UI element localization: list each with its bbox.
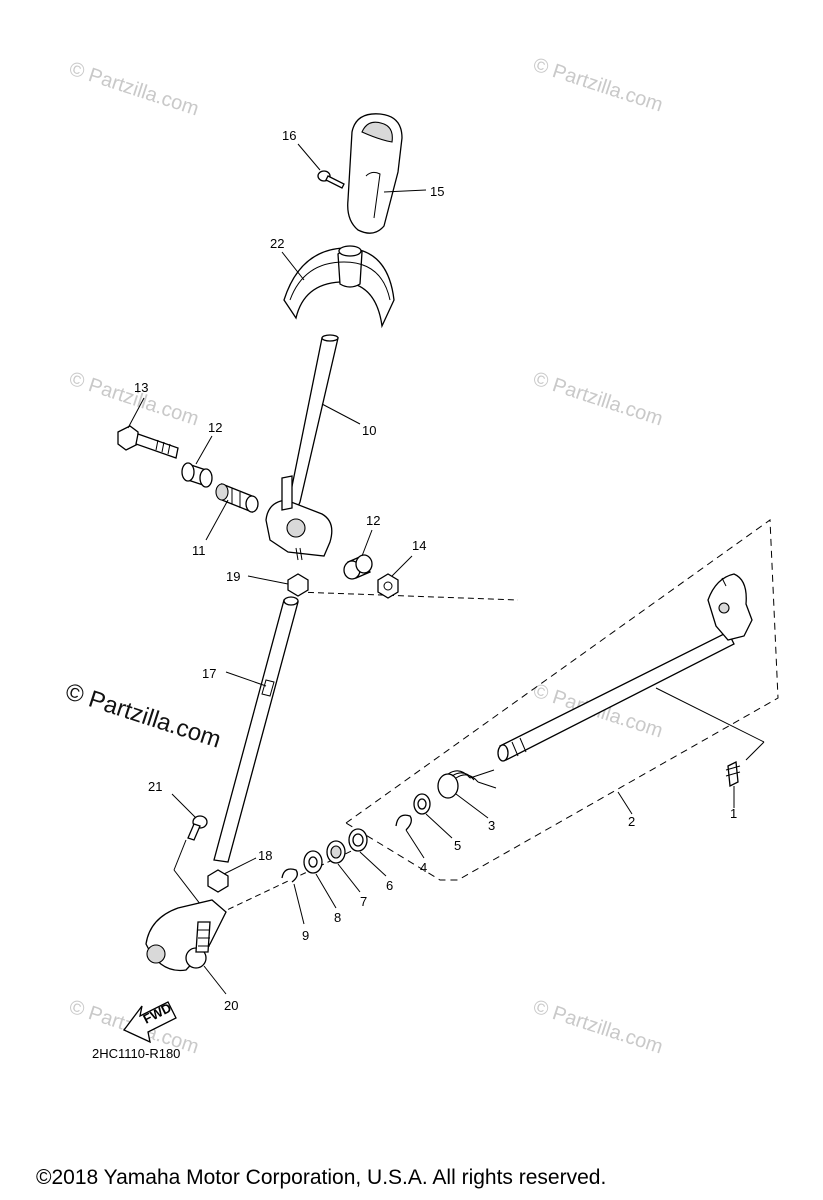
knob-screw [317,170,345,189]
callout-17: 17 [202,666,216,681]
callout-21: 21 [148,779,162,794]
callout-12-right: 12 [366,513,380,528]
bushing-left [181,462,213,488]
callout-10: 10 [362,423,376,438]
callout-2: 2 [628,814,635,829]
shift-lever [265,334,339,561]
callout-4: 4 [420,860,427,875]
locknut-upper [287,573,309,597]
circlip-4 [395,814,412,831]
circlip-9 [281,868,298,883]
callout-9: 9 [302,928,309,943]
washer-6 [348,828,368,852]
callout-22: 22 [270,236,284,251]
center-lines [173,591,765,923]
watermark-large: © Partzilla.com [62,678,224,754]
callout-15: 15 [430,184,444,199]
washer-8 [303,850,323,874]
shift-knob [347,113,403,234]
oil-seal-7 [326,840,346,864]
callout-18: 18 [258,848,272,863]
watermark: © Partzilla.com [530,368,665,431]
assembly-outline [345,519,779,881]
pivot-bolt [117,425,179,459]
callout-13: 13 [134,380,148,395]
callout-6: 6 [386,878,393,893]
callout-8: 8 [334,910,341,925]
callout-12-left: 12 [208,420,222,435]
callout-1: 1 [730,806,737,821]
arm-bolt [187,815,208,841]
torsion-spring [437,769,497,799]
shift-rod [213,596,299,863]
locknut-lower [207,869,229,893]
collar [215,483,259,513]
diagram-code: 2HC1110-R180 [92,1046,180,1061]
callouts: 1 2 3 4 5 6 7 8 9 10 11 12 12 [127,128,737,1013]
callout-16: 16 [282,128,296,143]
callout-7: 7 [360,894,367,909]
watermark: © Partzilla.com [530,996,665,1059]
callout-11: 11 [192,543,206,558]
callout-14: 14 [412,538,426,553]
washer-5 [413,793,431,815]
callout-3: 3 [488,818,495,833]
callout-5: 5 [454,838,461,853]
callout-20: 20 [224,998,238,1013]
shift-arm [145,899,227,972]
watermark: © Partzilla.com [66,58,201,121]
bushing-right [343,554,373,580]
shift-shaft [497,573,753,762]
flange-nut [377,573,399,599]
copyright-notice: ©2018 Yamaha Motor Corporation, U.S.A. A… [36,1166,606,1189]
shift-boot [283,245,395,329]
watermark: © Partzilla.com [66,368,201,431]
stopper-pin [725,760,741,788]
callout-19: 19 [226,569,240,584]
watermark: © Partzilla.com [530,54,665,117]
